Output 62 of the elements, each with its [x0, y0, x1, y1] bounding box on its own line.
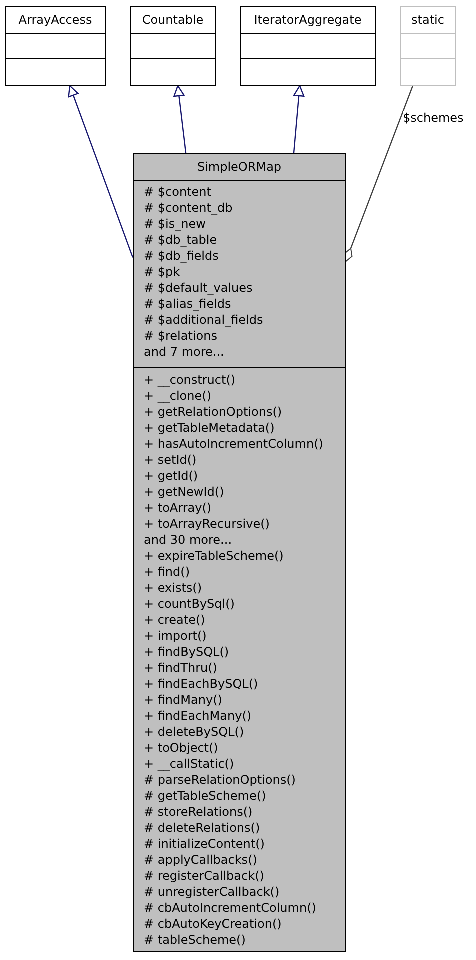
member-text: # $db_fields — [144, 248, 219, 264]
member-text: # $default_values — [144, 280, 253, 296]
member-text: + __construct() — [144, 372, 236, 388]
member-text: # getTableScheme() — [144, 788, 266, 804]
member-text: + countBySql() — [144, 596, 235, 612]
member-text: + findEachMany() — [144, 708, 252, 724]
member-text: + setId() — [144, 452, 197, 468]
member-text: and 7 more... — [144, 344, 224, 360]
member-text: + deleteBySQL() — [144, 724, 244, 740]
member-text: + getNewId() — [144, 484, 224, 500]
member-text: + getTableMetadata() — [144, 420, 275, 436]
member-text: + import() — [144, 628, 207, 644]
member-text: # cbAutoKeyCreation() — [144, 916, 282, 932]
class-box — [5, 6, 106, 86]
member-text: # parseRelationOptions() — [144, 772, 296, 788]
member-text: and 30 more... — [144, 532, 232, 548]
class-name: IteratorAggregate — [254, 12, 362, 28]
member-text: + getId() — [144, 468, 198, 484]
member-text: # initializeContent() — [144, 836, 265, 852]
member-text: # storeRelations() — [144, 804, 253, 820]
member-text: + find() — [144, 564, 190, 580]
inheritance-arrow — [174, 85, 187, 154]
member-text: # unregisterCallback() — [144, 884, 280, 900]
member-text: # $db_table — [144, 232, 218, 248]
member-text: # $alias_fields — [144, 296, 232, 312]
class-box — [133, 153, 346, 952]
member-text: # $content — [144, 184, 212, 200]
member-text: + getRelationOptions() — [144, 404, 282, 420]
member-text: # tableScheme() — [144, 932, 246, 948]
member-text: + toObject() — [144, 740, 218, 756]
class-box — [240, 6, 376, 86]
member-text: + findThru() — [144, 660, 218, 676]
member-text: # $pk — [144, 264, 180, 280]
inheritance-arrow — [68, 85, 134, 258]
member-text: # $content_db — [144, 200, 233, 216]
member-text: # registerCallback() — [144, 868, 264, 884]
class-name: SimpleORMap — [197, 159, 282, 175]
member-text: + findEachBySQL() — [144, 676, 258, 692]
class-box — [400, 6, 456, 86]
member-text: # $additional_fields — [144, 312, 264, 328]
class-name: Countable — [142, 12, 204, 28]
member-text: # applyCallbacks() — [144, 852, 258, 868]
member-text: + create() — [144, 612, 206, 628]
member-text: # $is_new — [144, 216, 206, 232]
class-box — [130, 6, 216, 86]
member-text: + expireTableScheme() — [144, 548, 284, 564]
inheritance-arrow — [293, 85, 305, 154]
member-text: + toArray() — [144, 500, 212, 516]
member-text: + __callStatic() — [144, 756, 234, 772]
class-name: ArrayAccess — [18, 12, 92, 28]
edge-label: $schemes — [403, 111, 464, 125]
member-text: # $relations — [144, 328, 218, 344]
member-text: # deleteRelations() — [144, 820, 260, 836]
member-text: + __clone() — [144, 388, 212, 404]
member-text: + findMany() — [144, 692, 222, 708]
member-text: + toArrayRecursive() — [144, 516, 270, 532]
aggregation-line — [344, 86, 414, 262]
class-name: static — [412, 12, 444, 28]
member-text: + exists() — [144, 580, 202, 596]
member-text: + hasAutoIncrementColumn() — [144, 436, 324, 452]
member-text: + findBySQL() — [144, 644, 230, 660]
member-text: # cbAutoIncrementColumn() — [144, 900, 316, 916]
